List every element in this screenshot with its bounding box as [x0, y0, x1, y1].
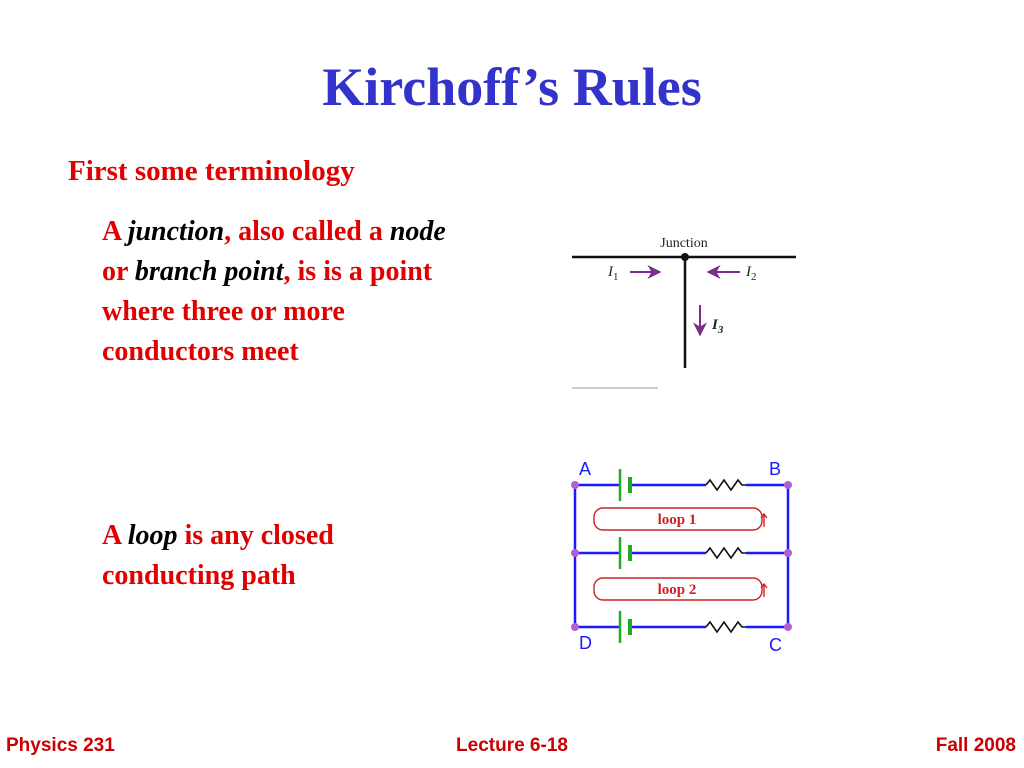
resistor-top: [705, 478, 746, 492]
junction-def-comma1: ,: [224, 216, 232, 247]
loop2-label: loop 2: [658, 582, 697, 598]
loop-def-article: A: [102, 520, 121, 551]
loop1-label: loop 1: [658, 512, 697, 528]
resistor-middle: [705, 546, 746, 560]
loop-diagram: loop 1 loop 2 A B D C: [571, 459, 792, 655]
loop-term: loop: [127, 520, 178, 551]
junction-term: junction: [127, 216, 225, 247]
junction-def-or: or: [102, 256, 128, 287]
current-i2-label: I2: [745, 264, 757, 283]
current-i1-label: I1: [607, 264, 619, 283]
loop-def-rest: is any closed conducting path: [102, 520, 334, 591]
current-i3-label: I3: [711, 317, 724, 336]
footer-course: Physics 231: [6, 735, 115, 756]
corner-label-d: D: [579, 633, 592, 653]
corner-label-c: C: [769, 635, 782, 655]
footer-lecture: Lecture 6-18: [456, 735, 568, 756]
slide-subtitle: First some terminology: [68, 155, 355, 187]
node-d: [571, 623, 579, 631]
current-i1-subscript: 1: [613, 271, 619, 283]
node-right-middle: [784, 549, 792, 557]
junction-def-comma2: ,: [283, 256, 291, 287]
current-i1-symbol: I: [607, 264, 614, 280]
node-a: [571, 481, 579, 489]
junction-node: [681, 253, 689, 261]
loop2-label-box: [644, 581, 712, 597]
loop1-outline: [593, 507, 763, 531]
node-term: node: [389, 216, 446, 247]
corner-label-b: B: [769, 459, 781, 479]
junction-def-rest: is is a point where three or more conduc…: [102, 256, 433, 367]
loop1-label-box: [644, 511, 712, 527]
node-b: [784, 481, 792, 489]
current-i2-subscript: 2: [751, 271, 757, 283]
loop-definition: A loop is any closed conducting path: [102, 516, 432, 596]
current-i2-symbol: I: [745, 264, 752, 280]
slide-title: Kirchoff’s Rules: [322, 57, 702, 117]
junction-def-also-called: also called a: [238, 216, 383, 247]
footer-term: Fall 2008: [935, 735, 1016, 756]
junction-diagram: Junction I1 I2 I3: [572, 236, 796, 389]
loop2-direction-arrow: [760, 582, 768, 597]
loop2-outline: [593, 577, 763, 601]
node-c: [784, 623, 792, 631]
junction-def-article: A: [102, 216, 121, 247]
current-i3-subscript: 3: [717, 324, 724, 336]
corner-label-a: A: [579, 459, 591, 479]
branch-point-term: branch point: [134, 256, 284, 287]
current-i3-symbol: I: [711, 317, 719, 333]
junction-definition: A junction, also called a node or branch…: [102, 212, 462, 372]
loop1-direction-arrow: [760, 512, 768, 527]
junction-label: Junction: [660, 236, 707, 251]
node-left-middle: [571, 549, 579, 557]
resistor-bottom: [705, 620, 746, 634]
